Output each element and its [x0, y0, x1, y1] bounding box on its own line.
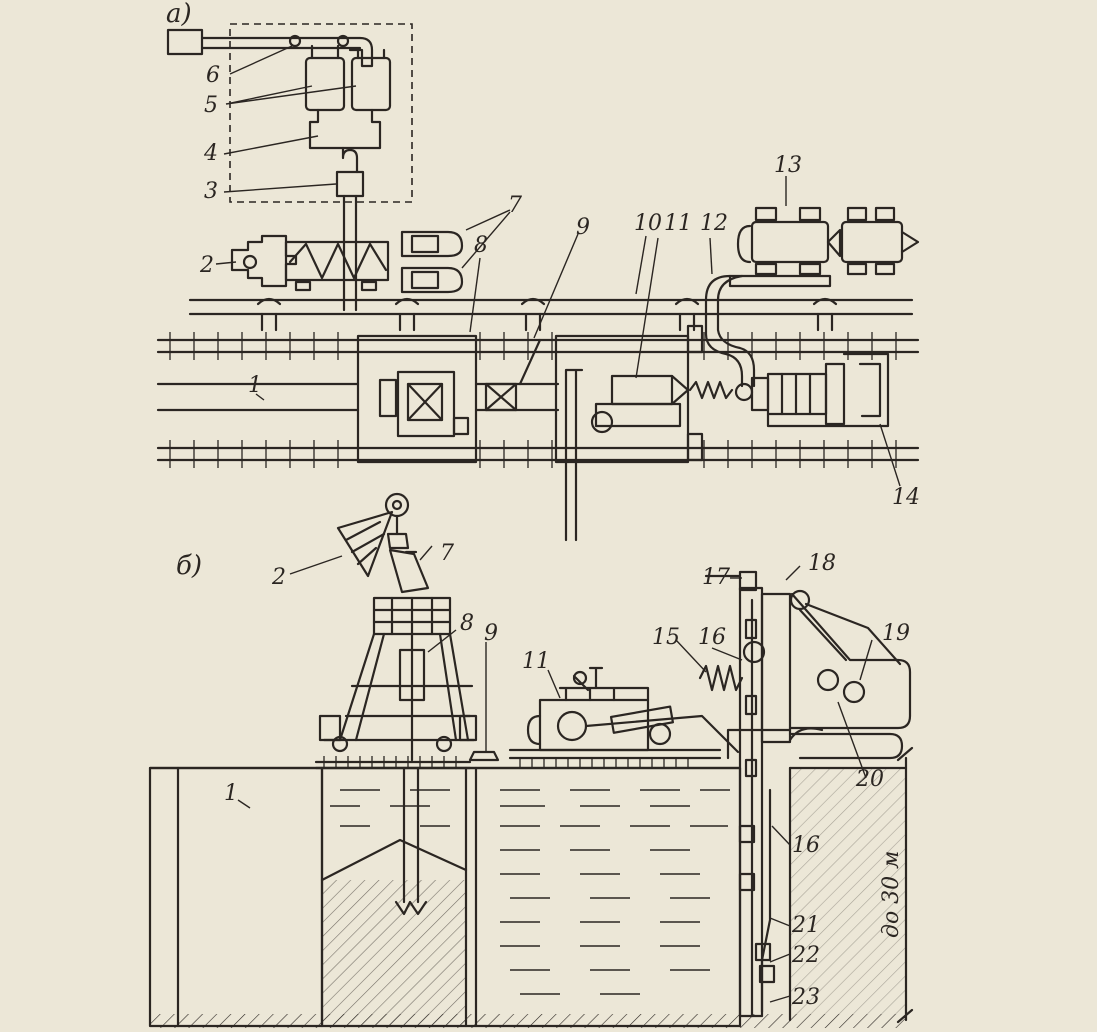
label-5: 5 [204, 93, 218, 118]
trench-machine-section [704, 570, 912, 1018]
label-14: 14 [892, 485, 920, 510]
drilling-rig-8-section [318, 596, 478, 916]
water-intake-box [166, 28, 204, 56]
label-11-plan: 11 [664, 211, 692, 236]
label-7-plan: 7 [508, 193, 522, 218]
casing-joint-9 [484, 382, 518, 412]
crane-2-section [336, 492, 410, 578]
grab-bucket-7-section [388, 548, 430, 594]
mixer-tanks [304, 44, 392, 112]
hose-12 [704, 274, 756, 388]
label-20: 20 [855, 767, 884, 792]
trench-cutter-11-section [526, 666, 740, 754]
label-10: 10 [634, 211, 662, 236]
label-8-section: 8 [460, 611, 474, 636]
crane-2-plan [230, 234, 390, 292]
label-19: 19 [882, 621, 910, 646]
label-7-section: 7 [440, 541, 454, 566]
mud-pump [335, 170, 365, 198]
depth-dimension-line [896, 746, 914, 1024]
rail-track-lower [156, 440, 920, 468]
depth-note: до 30 м [879, 851, 904, 938]
label-2-section: 2 [271, 565, 286, 590]
label-12: 12 [700, 211, 728, 236]
label-15: 15 [652, 625, 680, 650]
pipeline-10 [188, 298, 914, 316]
settling-tank [308, 108, 382, 150]
pipeline-supports [256, 297, 838, 332]
label-23: 23 [791, 985, 820, 1010]
label-22: 22 [791, 943, 820, 968]
excavator-13-plan [728, 206, 920, 288]
label-2-plan: 2 [199, 253, 214, 278]
label-1-section: 1 [224, 781, 238, 806]
label-21: 21 [791, 913, 820, 938]
trench-machine-14-plan [734, 352, 890, 428]
soil-massif [148, 766, 324, 1028]
label-9-plan: 9 [576, 215, 590, 240]
label-8-plan: 8 [474, 233, 488, 258]
concrete-placed [320, 838, 468, 882]
mud-station-frame [229, 23, 413, 203]
label-18: 18 [808, 551, 836, 576]
spring-15-section [698, 664, 744, 692]
label-16-upper: 16 [698, 625, 726, 650]
drilling-rig-8-plan [356, 334, 478, 464]
label-1-plan: 1 [248, 373, 262, 398]
soil-right [790, 768, 906, 1014]
label-6: 6 [206, 63, 220, 88]
panel-a-label: a) [166, 0, 192, 29]
trench-1-plan [156, 382, 360, 412]
label-9-section: 9 [484, 621, 498, 646]
label-3: 3 [204, 179, 218, 204]
spring-plan [688, 380, 734, 400]
trench-cutter-11-plan [554, 334, 690, 464]
rail-track-upper [156, 332, 920, 360]
label-4: 4 [203, 141, 218, 166]
grab-buckets [400, 230, 464, 294]
label-16-lower: 16 [792, 833, 820, 858]
label-11-section: 11 [522, 649, 550, 674]
label-13: 13 [774, 153, 802, 178]
bottom-soil [150, 1014, 906, 1028]
label-17: 17 [702, 565, 730, 590]
panel-b-section-view: б) 2 7 8 9 11 15 16 17 18 19 20 16 21 22… [148, 492, 914, 1028]
panel-b-label: б) [176, 551, 202, 581]
slurry-level-lines [330, 789, 730, 995]
panel-a-plan-view: a) 6 5 4 3 2 7 8 9 10 11 12 13 1 14 [156, 0, 920, 542]
casing-9-section [468, 750, 500, 762]
